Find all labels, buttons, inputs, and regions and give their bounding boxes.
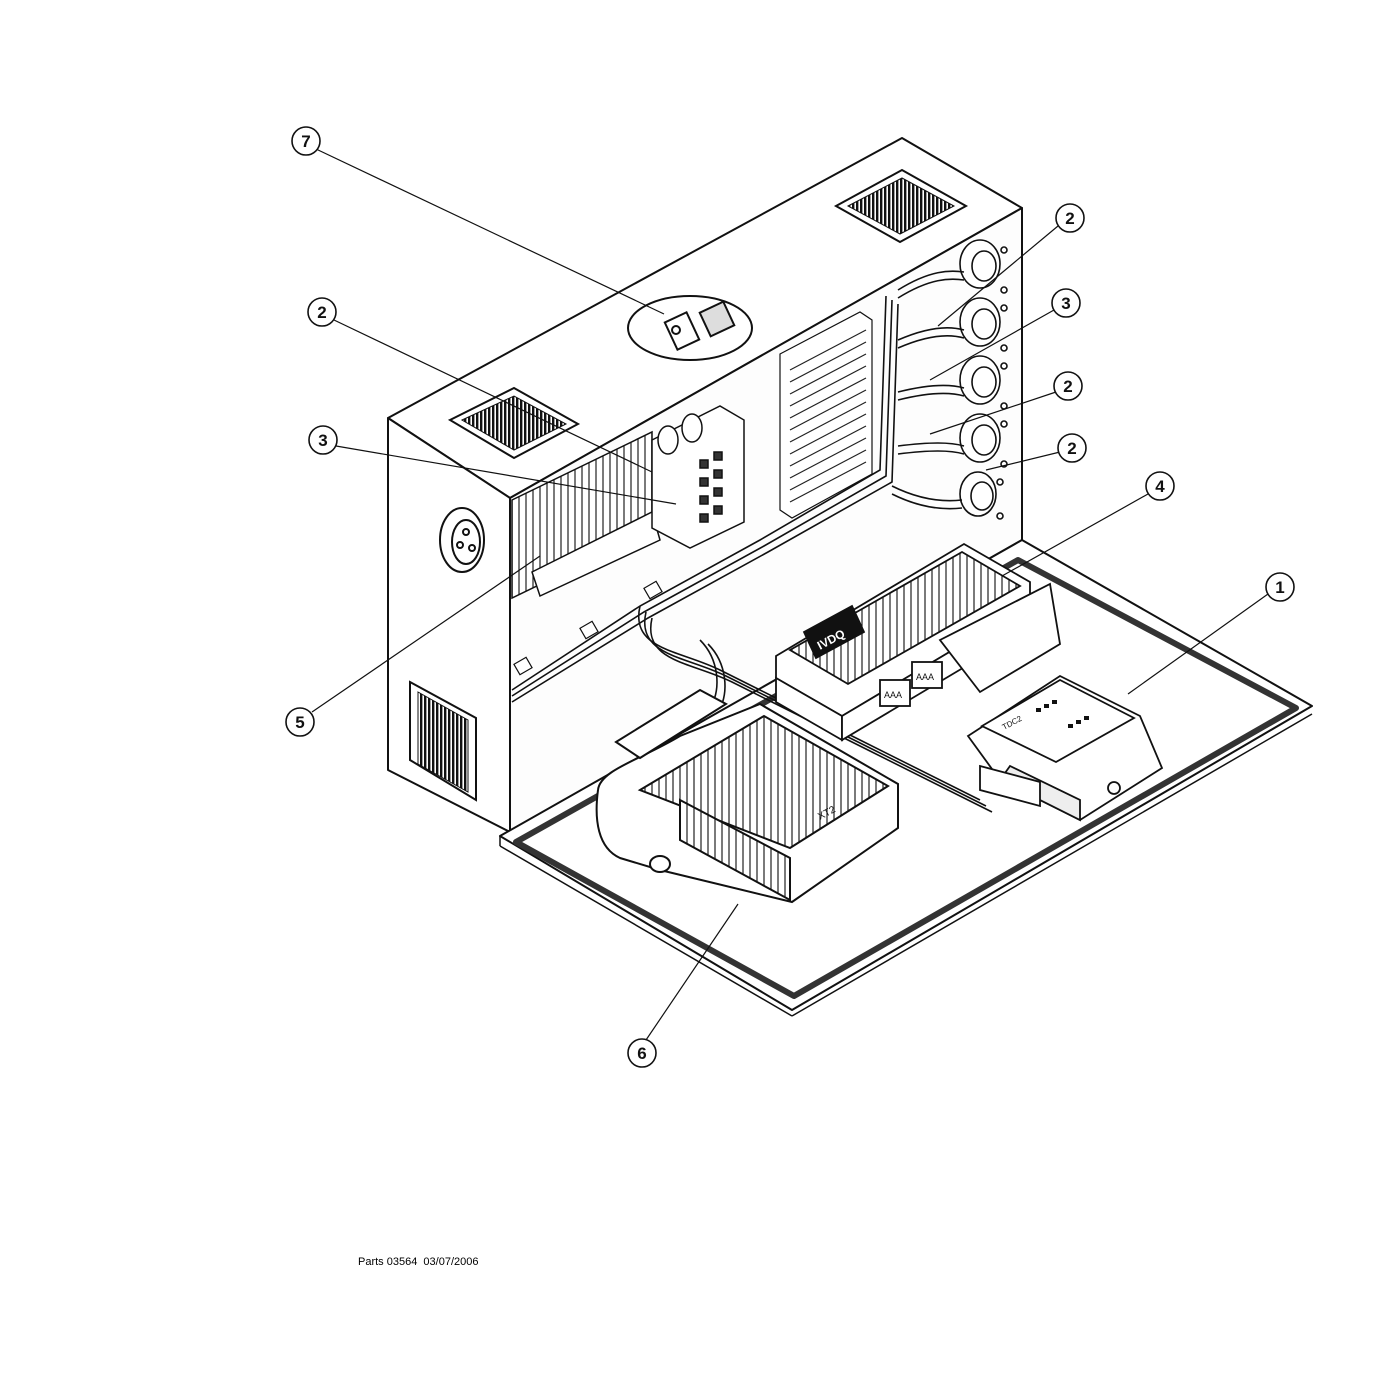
top-vent-left [447,386,581,460]
svg-text:3: 3 [318,431,327,450]
svg-text:7: 7 [301,132,310,151]
svg-text:5: 5 [295,713,304,732]
svg-text:2: 2 [317,303,326,322]
heat-sink [511,430,661,600]
tdc-module: TDC2 [966,674,1164,822]
svg-text:1: 1 [1275,578,1284,597]
leader-2a [333,319,653,473]
callouts: 7 2 3 5 2 3 2 2 [285,126,1295,1068]
top-vent-right [833,168,969,244]
svg-text:2: 2 [1065,209,1074,228]
leader-3a [335,445,677,505]
footer-caption: Parts 03564 03/07/2006 [358,1256,479,1268]
connector-5 [891,471,997,517]
connector-4 [897,413,1001,463]
connector-3 [897,355,1001,405]
side-round-connector [439,507,485,573]
leader-4 [1001,493,1149,577]
callout-2b: 2 [1055,203,1085,233]
callout-3b: 3 [1051,288,1081,318]
leader-1 [1127,593,1269,695]
leader-2d [985,451,1061,471]
callout-2a: 2 [307,297,337,327]
callout-2c: 2 [1053,371,1083,401]
leader-2c [929,391,1057,435]
connector-2 [897,297,1001,349]
svg-text:AAA: AAA [884,690,902,700]
callout-7: 7 [291,126,321,156]
side-vent [409,680,477,802]
callout-1: 1 [1265,572,1295,602]
callout-6: 6 [627,1038,657,1068]
svg-text:3: 3 [1061,294,1070,313]
callout-2d: 2 [1057,433,1087,463]
svg-text:2: 2 [1067,439,1076,458]
cable-clamps [513,580,663,676]
svg-text:4: 4 [1155,477,1165,496]
relay-block [651,405,745,549]
motor-controller: IVDQ AAA AAA [775,542,1061,742]
callout-4: 4 [1145,471,1175,501]
right-connectors [891,239,1008,520]
xt2-charger: XT2 [595,688,899,904]
wire-harness [511,295,993,813]
svg-text:6: 6 [637,1044,646,1063]
leader-2b [937,225,1059,327]
callout-3a: 3 [308,425,338,455]
leader-3b [929,309,1055,381]
leader-6 [645,903,739,1041]
leader-5 [311,555,541,713]
leader-lines [311,148,1269,1041]
svg-text:2: 2 [1063,377,1072,396]
svg-text:AAA: AAA [916,672,934,682]
callout-5: 5 [285,707,315,737]
connector-1 [897,239,1001,299]
leader-7 [315,148,665,315]
